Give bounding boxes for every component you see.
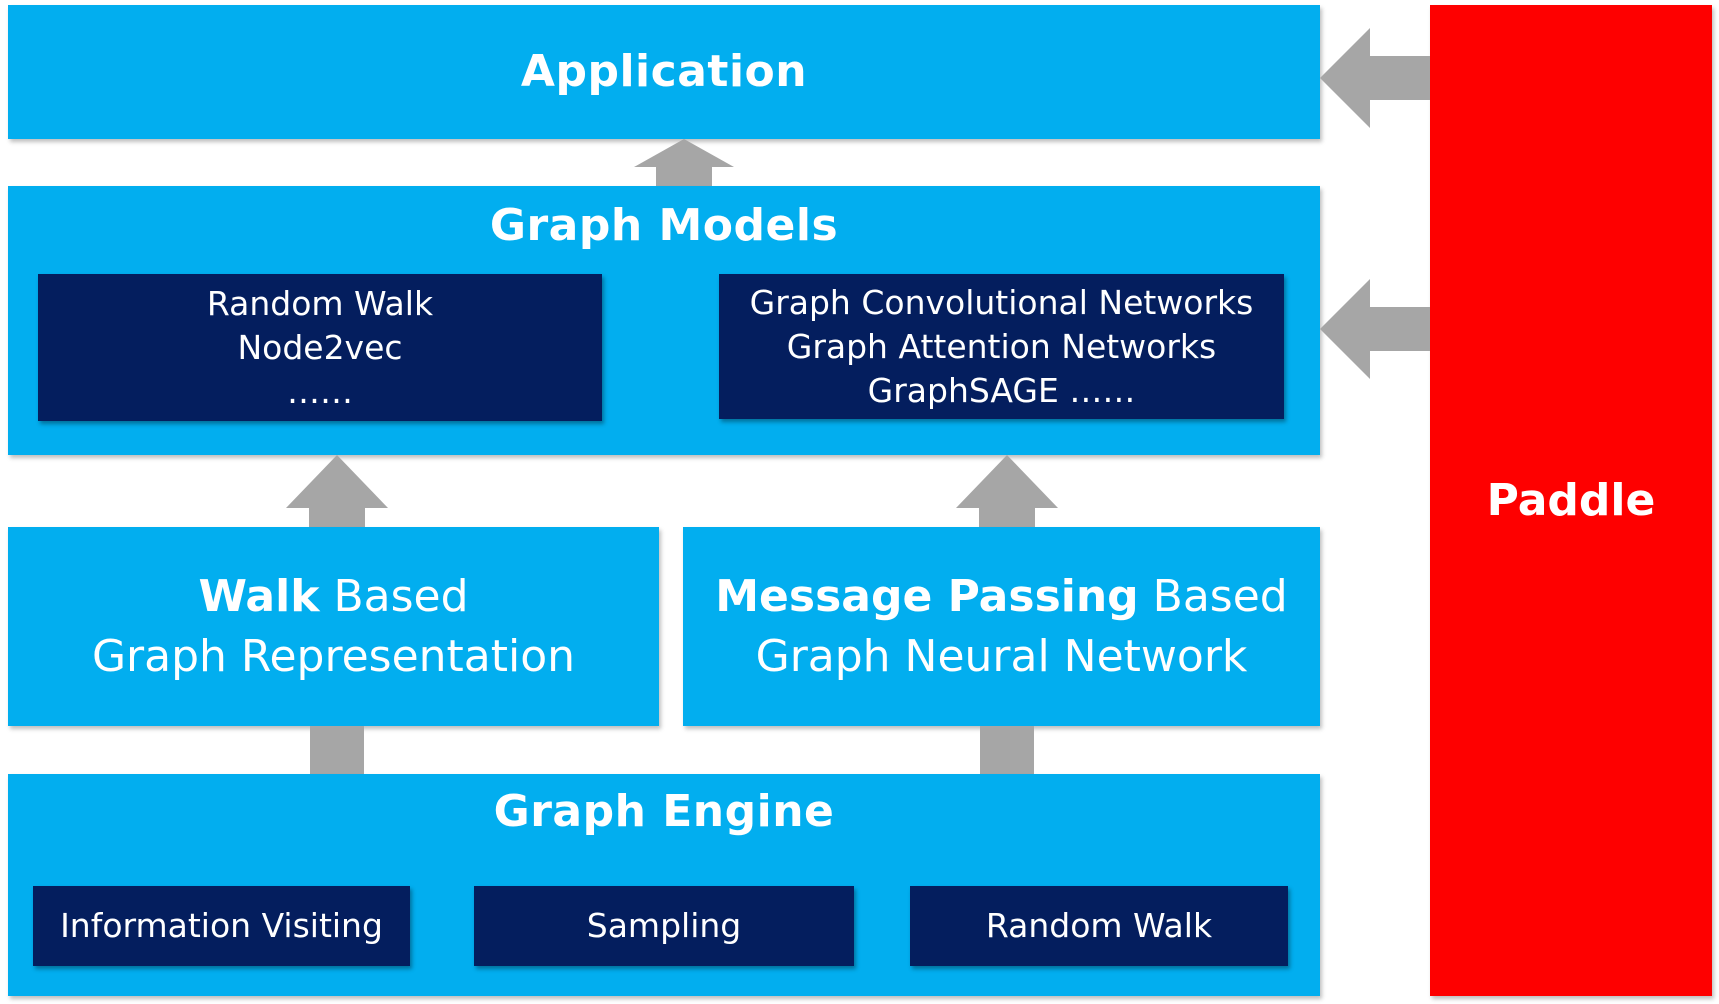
connector-engine-to-walk bbox=[310, 726, 364, 774]
walk-based-layer: Walk Based Graph Representation bbox=[8, 527, 659, 726]
paddle-label: Paddle bbox=[1486, 475, 1656, 526]
model-random-walk: Random Walk bbox=[206, 283, 434, 323]
arrow-paddle-to-application bbox=[1320, 28, 1430, 128]
arrow-message-to-models bbox=[956, 455, 1058, 527]
walk-based-bold: Walk bbox=[198, 570, 320, 622]
application-title: Application bbox=[520, 46, 808, 97]
walk-models-box: Random Walk Node2vec …… bbox=[38, 274, 602, 421]
graph-engine-title: Graph Engine bbox=[493, 786, 835, 837]
connector-engine-to-message bbox=[980, 726, 1034, 774]
paddle-layer: Paddle bbox=[1430, 5, 1712, 996]
arrow-models-to-application bbox=[634, 139, 734, 186]
arrow-paddle-to-graph-models bbox=[1320, 279, 1430, 379]
gnn-models-box: Graph Convolutional Networks Graph Atten… bbox=[719, 274, 1284, 419]
walk-based-rest: Based bbox=[319, 570, 469, 622]
graph-engine-layer: Graph Engine Information Visiting Sampli… bbox=[8, 774, 1320, 996]
engine-box-information-visiting: Information Visiting bbox=[33, 886, 410, 966]
message-passing-bold: Message Passing bbox=[715, 570, 1139, 622]
model-gcn: Graph Convolutional Networks bbox=[749, 282, 1254, 322]
model-ellipsis: …… bbox=[287, 371, 353, 411]
message-passing-line2: Graph Neural Network bbox=[755, 630, 1248, 682]
walk-based-line2: Graph Representation bbox=[91, 630, 576, 682]
arrow-walk-to-models bbox=[286, 455, 388, 527]
model-graphsage: GraphSAGE …… bbox=[867, 370, 1136, 410]
message-passing-rest: Based bbox=[1138, 570, 1288, 622]
message-passing-layer: Message Passing Based Graph Neural Netwo… bbox=[683, 527, 1320, 726]
model-node2vec: Node2vec bbox=[237, 327, 403, 367]
engine-box-random-walk: Random Walk bbox=[910, 886, 1288, 966]
graph-models-title: Graph Models bbox=[489, 200, 839, 251]
application-layer: Application bbox=[8, 5, 1320, 139]
engine-box-sampling: Sampling bbox=[474, 886, 854, 966]
model-gat: Graph Attention Networks bbox=[786, 326, 1217, 366]
graph-models-layer: Graph Models Random Walk Node2vec …… Gra… bbox=[8, 186, 1320, 455]
